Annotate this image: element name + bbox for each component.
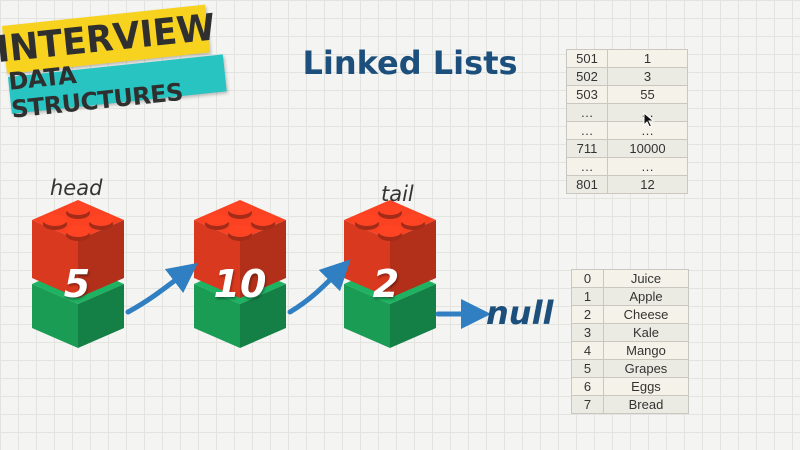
index-cell: 5 bbox=[571, 359, 604, 378]
address-cell: … bbox=[566, 121, 608, 140]
item-cell: Eggs bbox=[603, 377, 689, 396]
node-2-stud-top-3 bbox=[378, 225, 402, 237]
node-0-stud-top-0 bbox=[66, 203, 90, 215]
table-row: …… bbox=[566, 121, 688, 140]
list-node-brick-1 bbox=[194, 200, 286, 348]
page-title: Linked Lists bbox=[302, 44, 518, 82]
table-row: …… bbox=[566, 157, 688, 176]
node-value-head: 5 bbox=[63, 262, 91, 306]
value-cell: 1 bbox=[607, 49, 688, 68]
node-0-stud-top-2 bbox=[89, 214, 113, 226]
node-2-stud-top-1 bbox=[355, 214, 379, 226]
value-cell: 12 bbox=[607, 175, 688, 194]
node-2-value-block bbox=[344, 200, 436, 298]
value-cell: 55 bbox=[607, 85, 688, 104]
address-cell: 801 bbox=[566, 175, 608, 194]
node-0-pointer-block-right bbox=[78, 284, 124, 348]
address-cell: 711 bbox=[566, 139, 608, 158]
index-cell: 4 bbox=[571, 341, 604, 360]
index-cell: 1 bbox=[571, 287, 604, 306]
null-label: null bbox=[486, 294, 554, 332]
address-cell: 503 bbox=[566, 85, 608, 104]
node-2-pointer-block-right bbox=[390, 284, 436, 348]
node-value-middle: 10 bbox=[213, 262, 267, 306]
index-cell: 3 bbox=[571, 323, 604, 342]
index-cell: 6 bbox=[571, 377, 604, 396]
next-arrow-0 bbox=[125, 262, 198, 315]
item-cell: Juice bbox=[603, 269, 689, 288]
node-1-stud-top-1 bbox=[205, 214, 229, 226]
value-cell: 10000 bbox=[607, 139, 688, 158]
address-cell: 502 bbox=[566, 67, 608, 86]
node-2-stud-top-2 bbox=[401, 214, 425, 226]
item-cell: Apple bbox=[603, 287, 689, 306]
node-1-pointer-block-right bbox=[240, 284, 286, 348]
node-2-pointer-block-left bbox=[344, 284, 390, 348]
list-node-brick-2 bbox=[344, 200, 436, 348]
node-value-tail: 2 bbox=[372, 262, 400, 306]
head-label: head bbox=[50, 176, 103, 200]
node-2-value-block-right bbox=[390, 220, 436, 298]
node-0-stud-top-3 bbox=[66, 225, 90, 237]
item-cell: Bread bbox=[603, 395, 689, 414]
list-node-brick-0 bbox=[32, 200, 124, 348]
tail-label: tail bbox=[381, 182, 414, 206]
node-1-pointer-block-left bbox=[194, 284, 240, 348]
table-row: …… bbox=[566, 103, 688, 122]
index-cell: 2 bbox=[571, 305, 604, 324]
node-2-stud-top-0 bbox=[378, 203, 402, 215]
item-cell: Kale bbox=[603, 323, 689, 342]
address-cell: … bbox=[566, 103, 608, 122]
node-1-value-block-left bbox=[194, 220, 240, 298]
node-0-pointer-block-left bbox=[32, 284, 78, 348]
node-0-value-block-right bbox=[78, 220, 124, 298]
node-1-value-block-right bbox=[240, 220, 286, 298]
item-cell: Grapes bbox=[603, 359, 689, 378]
node-0-stud-top-1 bbox=[43, 214, 67, 226]
item-cell: Mango bbox=[603, 341, 689, 360]
next-arrow-1 bbox=[287, 259, 351, 315]
mouse-cursor-icon bbox=[643, 112, 655, 128]
node-0-value-block-left bbox=[32, 220, 78, 298]
index-cell: 7 bbox=[571, 395, 604, 414]
node-2-value-block-left bbox=[344, 220, 390, 298]
address-cell: … bbox=[566, 157, 608, 176]
node-1-stud-top-3 bbox=[228, 225, 252, 237]
node-1-stud-top-2 bbox=[251, 214, 275, 226]
value-cell: 3 bbox=[607, 67, 688, 86]
address-cell: 501 bbox=[566, 49, 608, 68]
item-cell: Cheese bbox=[603, 305, 689, 324]
index-cell: 0 bbox=[571, 269, 604, 288]
value-cell: … bbox=[607, 157, 688, 176]
node-1-stud-top-0 bbox=[228, 203, 252, 215]
